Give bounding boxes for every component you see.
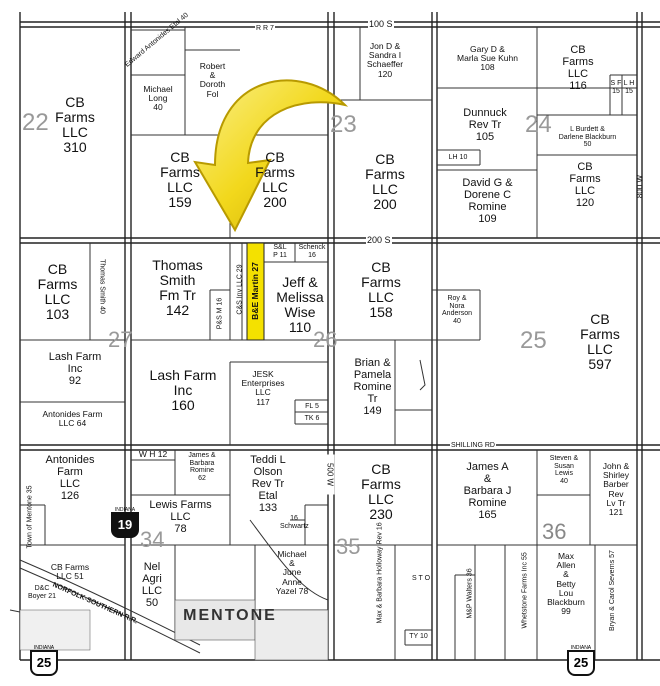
parcel-label[interactable]: 16 Schwartz	[280, 515, 309, 530]
parcel-label[interactable]: LH 10	[448, 154, 468, 161]
parcel-label[interactable]: Max Allen & Betty Lou Blackburn 99	[547, 551, 585, 617]
parcel-label[interactable]: CB Farms LLC 158	[361, 259, 401, 321]
parcel-label[interactable]: Bryan & Carol Severns 57	[609, 550, 616, 631]
parcel-label[interactable]: W H 12	[138, 449, 168, 459]
parcel-label[interactable]: Michael Long 40	[143, 84, 173, 113]
parcel-label[interactable]: Jeff & Melissa Wise 110	[276, 274, 324, 336]
section-number: 25	[520, 327, 547, 354]
town-label: MENTONE	[183, 607, 277, 624]
parcel-label[interactable]: Town of Mentone 35	[26, 485, 34, 549]
parcel-label[interactable]: S F 15	[610, 80, 622, 95]
parcel-label[interactable]: Max & Barbara Holloway Rev 16	[376, 522, 384, 624]
parcel-label[interactable]: Schenck 16	[298, 244, 326, 259]
road-label: 200 S	[366, 235, 392, 245]
parcel-label[interactable]: Robert & Doroth Fol	[199, 61, 226, 99]
parcel-label[interactable]: Gary D & Marla Sue Kuhn 108	[457, 44, 518, 73]
parcel-label[interactable]: CB Farms LLC 51	[50, 562, 90, 582]
parcel-label[interactable]: TK 6	[304, 415, 320, 422]
pointer-arrow-icon	[193, 79, 349, 233]
section-number: 36	[542, 519, 567, 544]
parcel-label[interactable]: CB Farms LLC 103	[37, 261, 78, 323]
parcel-label[interactable]: S&L P 11	[273, 244, 287, 259]
section-number: 27	[108, 327, 133, 352]
parcel-label[interactable]: JESK Enterprises LLC 117	[241, 369, 285, 407]
parcel-label[interactable]: CB Farms LLC 200	[365, 151, 405, 213]
parcel-label[interactable]: M&P Walters 36	[466, 568, 474, 619]
section-number: 35	[336, 534, 361, 559]
parcel-label[interactable]: Lash Farm Inc 160	[149, 367, 217, 414]
parcel-label[interactable]: Nel Agri LLC 50	[141, 561, 163, 609]
parcel-label[interactable]: Lash Farm Inc 92	[48, 351, 102, 387]
section-number: 26	[313, 327, 338, 352]
section-number: 34	[140, 527, 165, 552]
parcel-label[interactable]: D&C Boyer 21	[27, 585, 57, 600]
parcel-label[interactable]: CB Farms LLC 310	[55, 94, 95, 156]
parcel-label[interactable]: CB Farms LLC 120	[569, 161, 601, 209]
parcel-label[interactable]: Antonides Farm LLC 126	[45, 454, 95, 502]
road-label: 500 W	[325, 454, 335, 495]
section-number: 24	[525, 111, 552, 138]
parcel-label[interactable]: Antonides Farm LLC 64	[42, 409, 103, 429]
parcel-label[interactable]: CB Farms LLC 116	[562, 44, 594, 92]
parcel-label[interactable]: James & Barbara Romine 62	[188, 452, 216, 482]
parcel-label[interactable]: Steven & Susan Lewis 40	[549, 455, 579, 485]
parcel-label[interactable]: Michael & June Anne Yazel 78	[275, 549, 309, 596]
parcel-label[interactable]: Teddi L Olson Rev Tr Etal 133	[250, 454, 286, 514]
parcel-label[interactable]: C&S Inv LLC 29	[236, 264, 244, 315]
parcel-label[interactable]: CB Farms LLC 230	[361, 461, 401, 523]
parcel-label[interactable]: David G & Dorene C Romine 109	[462, 177, 513, 225]
parcel-label[interactable]: CB Farms LLC 597	[580, 311, 620, 373]
highlighted-parcel[interactable]	[246, 242, 265, 341]
parcel-label[interactable]: TY 10	[409, 633, 428, 640]
road-lines	[19, 12, 660, 661]
road-label: 100 S	[368, 19, 394, 29]
parcel-label[interactable]: B&E Martin 27	[250, 262, 260, 320]
section-number: 23	[330, 111, 357, 138]
parcel-label[interactable]: Dunnuck Rev Tr 105	[463, 107, 507, 143]
parcel-label[interactable]: CB Farms LLC 200	[255, 149, 295, 211]
parcel-label[interactable]: FL 5	[305, 403, 319, 410]
parcel-label[interactable]: L Burdett & Darlene Blackburn 50	[558, 126, 617, 149]
parcel-label[interactable]: Roy & Nora Anderson 40	[442, 295, 472, 325]
town-area	[19, 599, 329, 661]
road-label: R R 7	[255, 25, 275, 32]
parcel-label[interactable]: P&S M 16	[216, 297, 224, 330]
parcel-label[interactable]: S T O	[411, 575, 431, 582]
parcel-label[interactable]: James A & Barbara J Romine 165	[463, 461, 512, 521]
parcel-label[interactable]: Lewis Farms LLC 78	[149, 499, 212, 535]
section-number: 22	[22, 109, 49, 136]
road-label: 800 W	[635, 174, 645, 199]
parcel-label[interactable]: L H 15	[623, 80, 635, 95]
parcel-lines	[9, 27, 637, 660]
parcel-label[interactable]: Jon D & Sandra I Schaeffer 120	[366, 41, 404, 79]
parcel-label[interactable]: John & Shirley Barber Rev Lv Tr 121	[602, 461, 630, 517]
parcel-label[interactable]: CB Farms LLC 159	[160, 149, 200, 211]
parcel-label[interactable]: Thomas Smith Fm Tr 142	[152, 257, 203, 319]
road-label: SHILLING RD	[450, 442, 496, 449]
parcel-label[interactable]: Thomas Smith 40	[98, 259, 106, 314]
parcel-label[interactable]: Brian & Pamela Romine Tr 149	[353, 357, 392, 417]
parcel-label[interactable]: Whetstone Farms Inc 55	[521, 552, 529, 629]
